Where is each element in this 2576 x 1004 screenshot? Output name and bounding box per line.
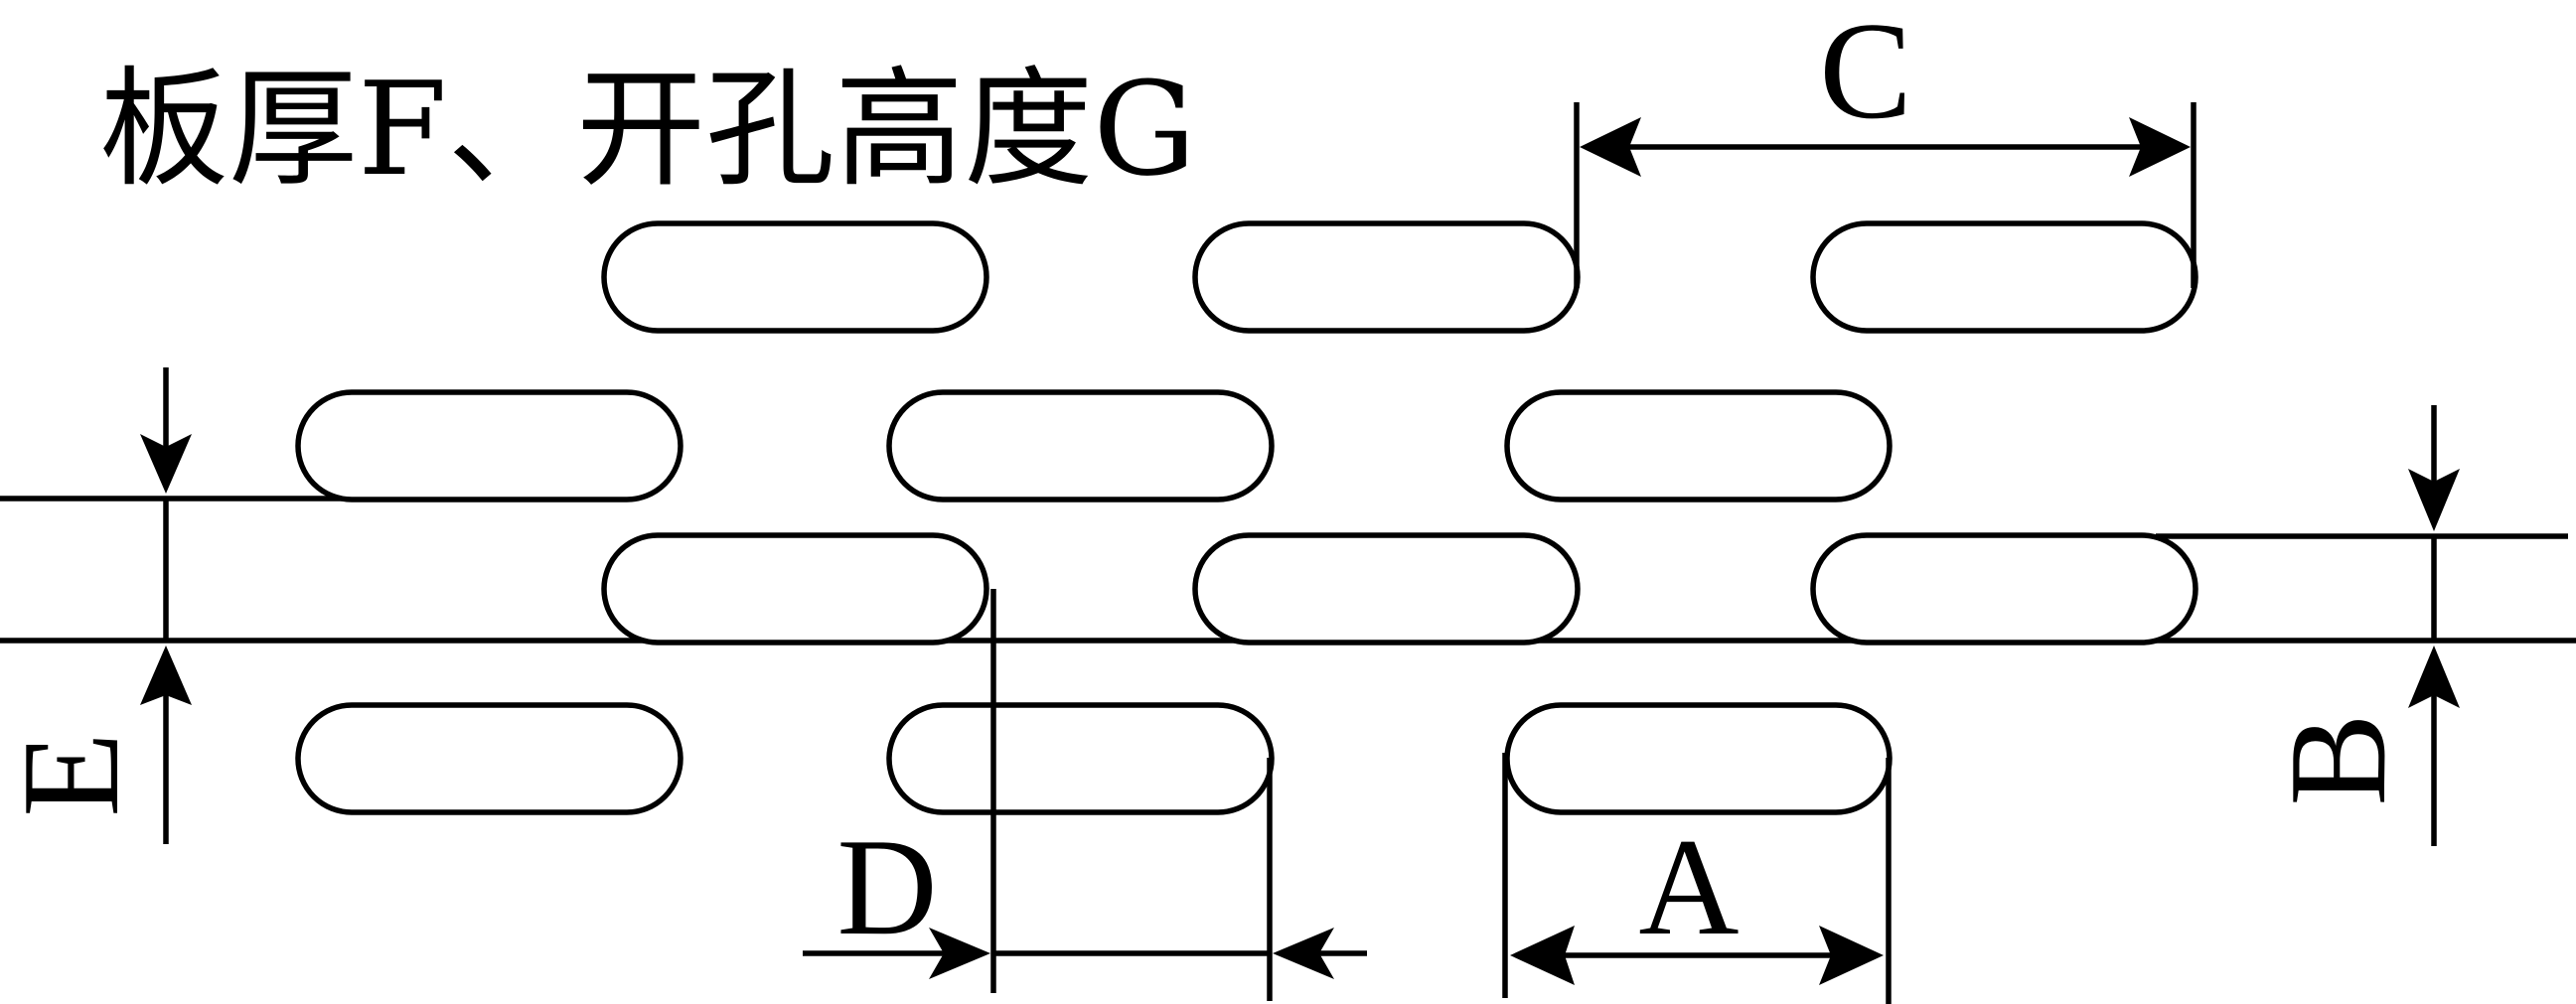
slot [601,532,989,645]
slot [1810,220,2198,334]
label-a: A [1638,810,1739,964]
slot [295,702,683,815]
slot [1192,532,1581,645]
dimension-a: A [1502,753,1892,1004]
label-d: D [836,810,937,964]
slot [886,702,1275,815]
slot [1504,389,1893,502]
label-e: E [0,732,148,817]
label-c: C [1819,0,1911,148]
dimension-b: B [2261,405,2460,846]
label-b: B [2261,713,2415,805]
slot [1810,532,2198,645]
slot [295,389,683,502]
slot [886,389,1275,502]
slot [601,220,989,334]
diagram-title: 板厚F、开孔高度G [99,54,1196,205]
slot [1504,702,1893,815]
dimension-d: D [803,589,1367,1001]
dimension-c: C [1574,0,2197,288]
slot [1192,220,1581,334]
dimension-e: E [0,367,192,844]
